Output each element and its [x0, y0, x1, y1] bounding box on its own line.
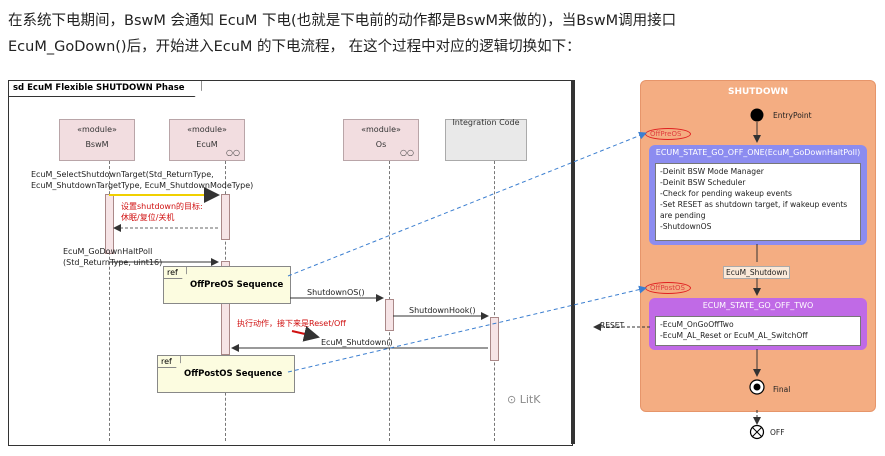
- state2-line: -EcuM_OnGoOffTwo: [660, 320, 734, 329]
- state1-line: -Set RESET as shutdown target, if wakeup…: [660, 200, 848, 209]
- msg-godown-halt-1: EcuM_GoDownHaltPoll: [63, 247, 153, 256]
- lifeline-name: Integration Code: [452, 118, 520, 127]
- off-label: OFF: [770, 428, 785, 437]
- lifeline-stereotype: «module»: [361, 125, 401, 134]
- intro-line-1: 在系统下电期间，BswM 会通知 EcuM 下电(也就是下电前的动作都是BswM…: [8, 13, 677, 29]
- msg-ecum-shutdown: EcuM_Shutdown(): [321, 338, 393, 347]
- bswm-lifeline: [109, 161, 110, 441]
- frame-right-border: [571, 80, 575, 444]
- intro-text: 在系统下电期间，BswM 会通知 EcuM 下电(也就是下电前的动作都是BswM…: [8, 8, 878, 60]
- ref-name: OffPostOS Sequence: [184, 369, 283, 379]
- state-panel-title: SHUTDOWN: [727, 87, 789, 97]
- state1-title: ECUM_STATE_GO_OFF_ONE(EcuM_GoDownHaltPol…: [655, 148, 861, 157]
- lifeline-os: «module» Os ○○: [343, 119, 419, 161]
- state2-line: -EcuM_AL_Reset or EcuM_AL_SwitchOff: [660, 331, 808, 340]
- state1-line: -Check for pending wakeup events: [660, 189, 792, 198]
- note-shutdown-target-2: 休眠/复位/关机: [121, 213, 175, 222]
- msg-select-target-1: EcuM_SelectShutdownTarget(Std_ReturnType…: [31, 170, 214, 179]
- link-offpostos: [287, 285, 647, 373]
- note-shutdown-target-1: 设置shutdown的目标:: [121, 202, 203, 211]
- component-icon: ○○: [400, 148, 414, 157]
- ref-name: OffPreOS Sequence: [190, 280, 284, 290]
- component-icon: ○○: [226, 148, 240, 157]
- lifeline-stereotype: «module»: [187, 125, 227, 134]
- msg-shutdown-hook: ShutdownHook(): [409, 306, 476, 315]
- entry-point-node: [750, 108, 764, 122]
- state1-body: -Deinit BSW Mode Manager -Deinit BSW Sch…: [655, 163, 861, 241]
- state1-line: -Deinit BSW Scheduler: [660, 178, 746, 187]
- reset-label: RESET: [600, 321, 625, 330]
- state2-body: -EcuM_OnGoOffTwo -EcuM_AL_Reset or EcuM_…: [655, 316, 861, 346]
- off-node-cross-2: [751, 426, 763, 438]
- os-activation: [385, 299, 394, 331]
- ref-tag: ref: [164, 267, 187, 279]
- lifeline-bswm: «module» BswM: [59, 119, 135, 161]
- msg-select-target-2: EcuM_ShutdownTargetType, EcuM_ShutdownMo…: [31, 181, 254, 190]
- lifeline-name: Os: [375, 140, 387, 149]
- state-go-off-two: ECUM_STATE_GO_OFF_TWO -EcuM_OnGoOffTwo -…: [649, 298, 867, 350]
- intro-line-2: EcuM_GoDown()后，开始进入EcuM 的下电流程， 在这个过程中对应的…: [8, 39, 581, 55]
- ref-offpreos: ref OffPreOS Sequence: [163, 266, 291, 304]
- lifeline-name: EcuM: [196, 140, 218, 149]
- state1-line: -Deinit BSW Mode Manager: [660, 167, 764, 176]
- watermark-text: LitK: [519, 393, 541, 406]
- note-action: 执行动作，接下来是Reset/Off: [237, 319, 346, 328]
- lifeline-name: BswM: [85, 140, 109, 149]
- ecum-activation-2: [221, 261, 230, 355]
- integration-activation: [490, 317, 499, 361]
- red-pointer: [291, 326, 320, 342]
- state-go-off-one: ECUM_STATE_GO_OFF_ONE(EcuM_GoDownHaltPol…: [649, 145, 867, 245]
- state1-line: -ShutdownOS: [660, 222, 712, 231]
- ref-offpostos: ref OffPostOS Sequence: [157, 355, 295, 393]
- msg-shutdown-os: ShutdownOS(): [307, 288, 365, 297]
- entry-point-label: EntryPoint: [773, 111, 812, 120]
- frame-title: sd EcuM Flexible SHUTDOWN Phase: [9, 81, 202, 97]
- state1-line: are pending: [660, 211, 706, 220]
- final-label: Final: [773, 385, 791, 394]
- final-node-core: [753, 383, 761, 391]
- lifeline-stereotype: «module»: [77, 125, 117, 134]
- lifeline-ecum: «module» EcuM ○○: [169, 119, 245, 161]
- integration-lifeline: [494, 161, 495, 441]
- sequence-diagram: sd EcuM Flexible SHUTDOWN Phase «module»…: [8, 80, 573, 446]
- state2-title: ECUM_STATE_GO_OFF_TWO: [702, 301, 814, 310]
- oval-offpostos-text: OffPostOS: [650, 284, 685, 292]
- oval-offpreos-text: OffPreOS: [650, 130, 682, 138]
- watermark-icon: ⊙: [507, 393, 520, 406]
- ref-tag: ref: [158, 356, 181, 368]
- link-offpreos: [287, 131, 647, 277]
- lifeline-integration-code: Integration Code: [445, 118, 527, 161]
- watermark: ⊙ LitK: [507, 393, 540, 406]
- ecum-activation-1: [221, 194, 230, 240]
